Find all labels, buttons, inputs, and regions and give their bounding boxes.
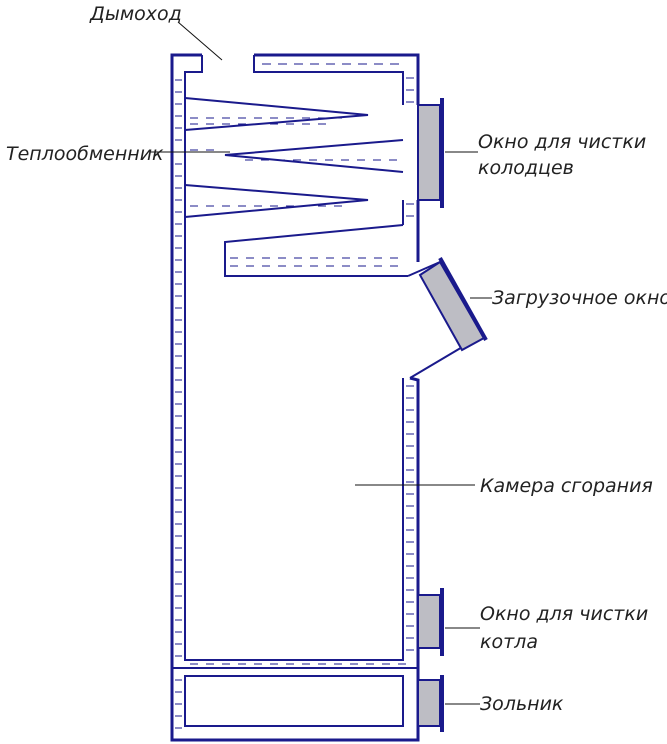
chimney-leader xyxy=(177,21,223,61)
baffle-4 xyxy=(224,224,408,277)
baffle-2 xyxy=(224,139,404,173)
loading-door-frame xyxy=(438,257,488,341)
inner-wall xyxy=(184,55,404,661)
outer-shell xyxy=(170,53,420,742)
boiler-cleaning-door xyxy=(417,594,441,649)
heat-exchanger-label: Теплообменник xyxy=(6,143,164,165)
wells-window-label-1: Окно для чистки xyxy=(478,131,646,153)
outer-shell-top-right xyxy=(254,53,420,105)
ash-pit-label: Зольник xyxy=(480,693,564,715)
loading-window-label: Загрузочное окно xyxy=(492,287,667,309)
combustion-chamber-label: Камера сгорания xyxy=(480,475,653,497)
boiler-window-label-1: Окно для чистки xyxy=(480,603,648,625)
wells-cleaning-door xyxy=(417,104,441,201)
loading-door xyxy=(418,260,486,352)
chimney-label: Дымоход xyxy=(89,3,182,25)
ash-pit-box xyxy=(184,675,404,727)
inner-wall-top xyxy=(253,55,404,105)
wells-window-label-2: колодцев xyxy=(478,157,574,179)
baffle-1 xyxy=(184,97,369,131)
ash-pit-door xyxy=(417,679,441,727)
water-hatching xyxy=(175,63,414,729)
baffle-3 xyxy=(184,184,369,218)
boiler-window-label-2: котла xyxy=(480,631,538,653)
